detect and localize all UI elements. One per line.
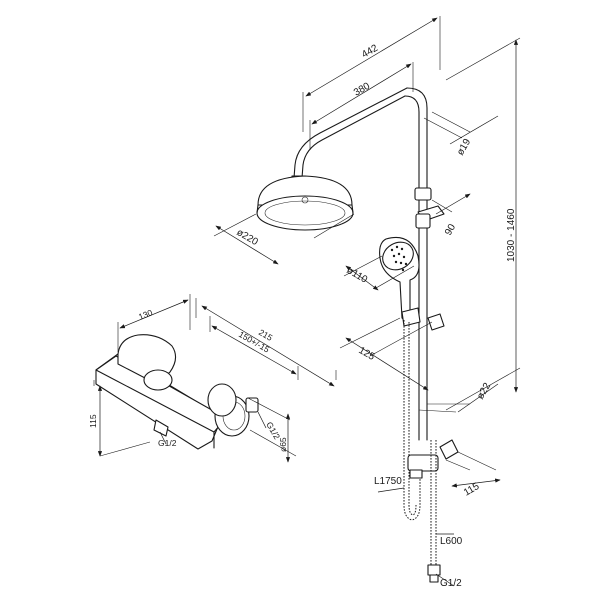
label-380: 380 (352, 81, 372, 99)
dimension-lines-mixer (93, 294, 337, 463)
overhead-shower-head (256, 175, 354, 231)
label-diameter-22: ø22 (475, 381, 493, 402)
lower-holder (407, 439, 459, 479)
mixer-flange-left (207, 383, 237, 417)
rail-top-bend (404, 87, 428, 113)
label-lower-hose: L600 (440, 536, 463, 547)
dimension-lines-shower (213, 16, 521, 587)
label-rail-height: 1030 - 1460 (506, 208, 517, 262)
label-115-holder: 115 (462, 481, 482, 499)
label-diameter-65: ø65 (278, 437, 288, 452)
shower-hose (403, 320, 421, 521)
upper-slider (414, 187, 445, 229)
dimension-labels: 442 380 ø19 ø220 90 1030 - 1460 ø110 125… (88, 43, 517, 589)
label-thread-left: G1/2 (158, 438, 177, 448)
label-130: 130 (137, 307, 154, 322)
label-125: 125 (357, 345, 377, 363)
label-hose-length: L1750 (374, 476, 402, 487)
hand-shower-nozzles (390, 245, 408, 272)
label-lower-thread: G1/2 (440, 578, 462, 589)
label-442: 442 (360, 43, 380, 61)
mixer-body (95, 334, 259, 450)
shower-hose-inner (408, 322, 417, 516)
shower-column (256, 87, 459, 583)
rail-tube (418, 107, 428, 441)
label-115-mixer: 115 (88, 414, 98, 428)
label-diameter-110: ø110 (345, 265, 370, 286)
lower-connector (427, 564, 441, 583)
mixer-outlet (153, 419, 169, 437)
hand-shower (379, 236, 420, 321)
hand-shower-holder (401, 307, 445, 331)
shower-arm (293, 87, 408, 179)
label-90: 90 (443, 222, 458, 238)
